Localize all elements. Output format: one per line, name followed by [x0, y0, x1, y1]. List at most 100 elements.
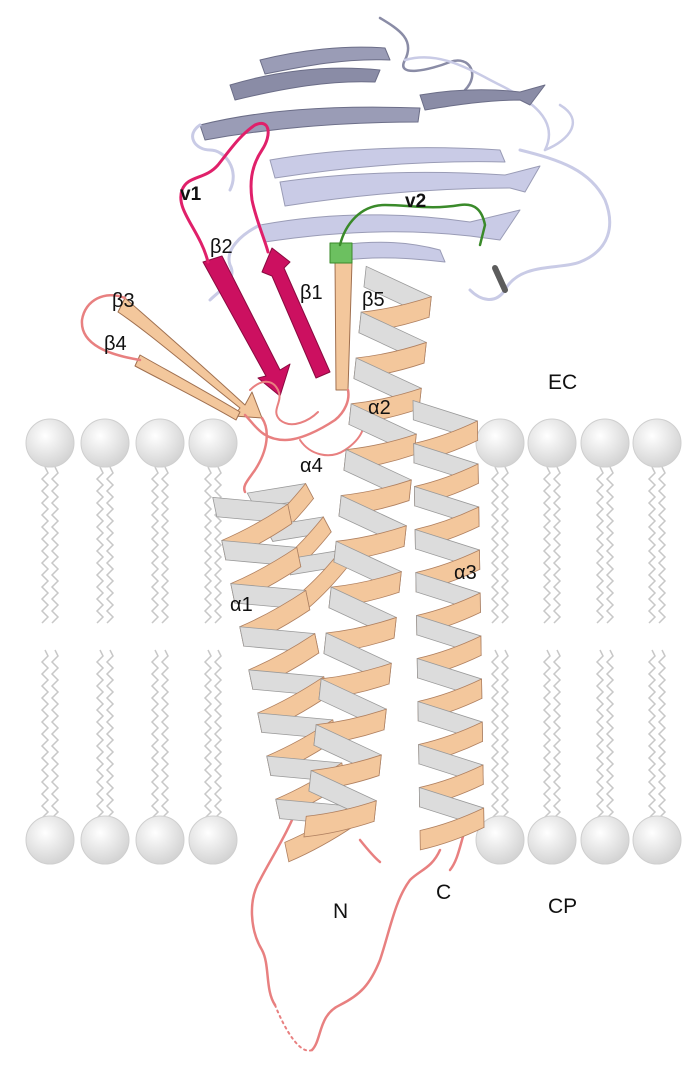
lipid-tail: [542, 649, 552, 819]
loops: [80, 121, 487, 1052]
label-beta1: β1: [300, 282, 323, 304]
label-alpha4: α4: [300, 455, 323, 477]
label-c-terminus: C: [436, 881, 451, 904]
lipid-tail: [160, 466, 170, 624]
beta-sheet: [117, 242, 353, 421]
lipid-tail: [95, 466, 105, 624]
beta3-beta4-loop: [80, 293, 142, 362]
lipid-head: [188, 418, 238, 468]
lipid-tail: [203, 649, 213, 819]
label-beta5: β5: [362, 289, 385, 311]
v1-loop: [179, 121, 270, 264]
lipid-tail: [500, 466, 510, 624]
top-sheet-light-2: [279, 165, 541, 207]
lipid-head: [580, 815, 630, 865]
lipid-head: [25, 418, 75, 468]
bottom-loop-middle: [243, 416, 268, 494]
lipid-tail: [105, 649, 115, 819]
lipid-tail: [657, 466, 667, 624]
lipid-tail: [213, 466, 223, 624]
top-loop-7: [492, 265, 508, 293]
lipid-head: [25, 815, 75, 865]
lipid-tail: [552, 466, 562, 624]
lipid-head: [135, 418, 185, 468]
top-loop-4: [191, 123, 235, 192]
n-term-dashed: [274, 1004, 313, 1052]
v2-loop: [338, 203, 487, 247]
lipid-head: [135, 815, 185, 865]
beta1-strand: [261, 247, 331, 379]
labels: v1 v2 β2 β1 β3 β4 β5 α2 α4 α3 α1 EC CP N…: [104, 184, 577, 923]
lipid-tail: [40, 466, 50, 624]
top-sheet-dark-3: [199, 106, 421, 141]
label-beta4: β4: [104, 333, 127, 355]
top-sheet-light-4: [339, 241, 446, 263]
helix-front-ribbon: [419, 807, 485, 851]
label-v2: v2: [405, 191, 426, 212]
lipid-head: [580, 418, 630, 468]
lipid-head: [632, 418, 682, 468]
n-term-tail: [310, 848, 442, 1052]
beta4-strand: [134, 354, 241, 421]
top-sheet-dark-1: [229, 67, 381, 101]
beta5-strand: [334, 259, 353, 391]
top-loop-2: [403, 56, 551, 152]
lipid-tail: [647, 466, 657, 624]
lipid-tail: [160, 649, 170, 819]
lipid-tail: [490, 649, 500, 819]
lipid-tail: [647, 649, 657, 819]
extracellular-domain: [191, 16, 612, 302]
lipid-tail: [50, 649, 60, 819]
lipid-head: [527, 418, 577, 468]
n-helix-stub: [358, 838, 382, 864]
lipid-tails: [40, 466, 667, 819]
helix-alpha2: [303, 265, 432, 838]
top-sheet-dark-2: [259, 46, 391, 75]
lipid-head: [188, 815, 238, 865]
label-ec: EC: [548, 371, 577, 394]
label-beta2: β2: [210, 236, 233, 258]
lipid-tail: [500, 649, 510, 819]
beta-link-loop: [249, 380, 319, 426]
label-cp: CP: [548, 895, 577, 918]
label-alpha3: α3: [454, 562, 477, 584]
v2-green-patch: [329, 242, 353, 264]
lipid-head: [80, 418, 130, 468]
lipid-head: [527, 815, 577, 865]
label-v1: v1: [180, 184, 202, 205]
label-n-terminus: N: [333, 900, 348, 923]
lipid-tail: [95, 649, 105, 819]
lipid-bilayer: [25, 418, 682, 865]
lipid-tail: [150, 649, 160, 819]
top-loop-3: [468, 148, 612, 301]
lipid-heads: [25, 418, 682, 865]
top-sheet-light-3: [259, 209, 521, 243]
lipid-head: [475, 815, 525, 865]
top-sheet-dark-4: [419, 84, 546, 111]
lipid-tail: [150, 466, 160, 624]
transmembrane-helices: [212, 265, 485, 863]
lipid-tail: [595, 466, 605, 624]
lipid-tail: [542, 466, 552, 624]
lipid-tail: [605, 466, 615, 624]
lipid-head: [632, 815, 682, 865]
bottom-loop-left: [243, 388, 350, 442]
helix-alpha3: [412, 399, 485, 851]
lipid-tail: [40, 649, 50, 819]
beta2-strand: [202, 255, 291, 397]
lipid-tail: [552, 649, 562, 819]
label-alpha2: α2: [368, 397, 391, 419]
label-beta3: β3: [112, 290, 135, 312]
top-sheet-light-1: [269, 147, 506, 179]
n-term-loop: [250, 798, 302, 1007]
label-alpha1: α1: [230, 594, 253, 616]
lipid-head: [475, 418, 525, 468]
lipid-tail: [50, 466, 60, 624]
lipid-tail: [105, 466, 115, 624]
lipid-tail: [605, 649, 615, 819]
helix-front-ribbon: [303, 800, 377, 838]
lipid-head: [80, 815, 130, 865]
top-loop-6: [543, 103, 574, 152]
lipid-tail: [595, 649, 605, 819]
